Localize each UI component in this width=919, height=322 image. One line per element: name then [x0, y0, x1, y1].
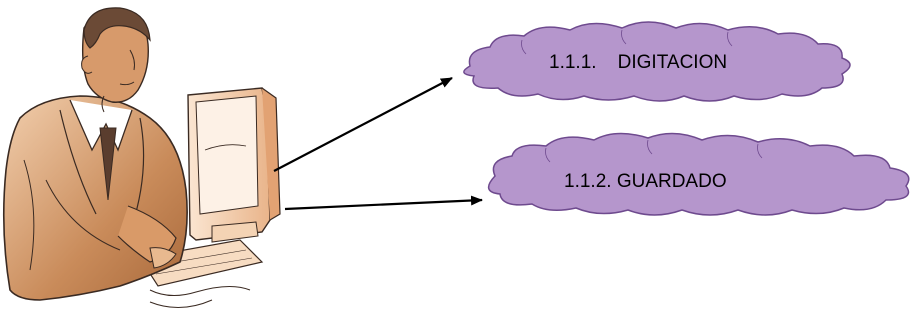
- cloud-node-guardado: 1.1.2. GUARDADO: [487, 132, 910, 216]
- node-label-guardado: 1.1.2. GUARDADO: [564, 171, 727, 192]
- arrow-to-guardado: [284, 195, 483, 211]
- cloud-shape: [487, 132, 910, 216]
- man-at-computer-icon: [2, 7, 281, 309]
- arrow-to-digitacion: [273, 77, 453, 172]
- node-label-digitacion: 1.1.1. DIGITACION: [549, 52, 727, 73]
- suit-icon: [2, 95, 188, 301]
- cloud-node-digitacion: 1.1.1. DIGITACION: [463, 21, 851, 102]
- computer-monitor-icon: [187, 87, 281, 243]
- cloud-shape: [463, 21, 851, 102]
- head-icon: [81, 7, 151, 113]
